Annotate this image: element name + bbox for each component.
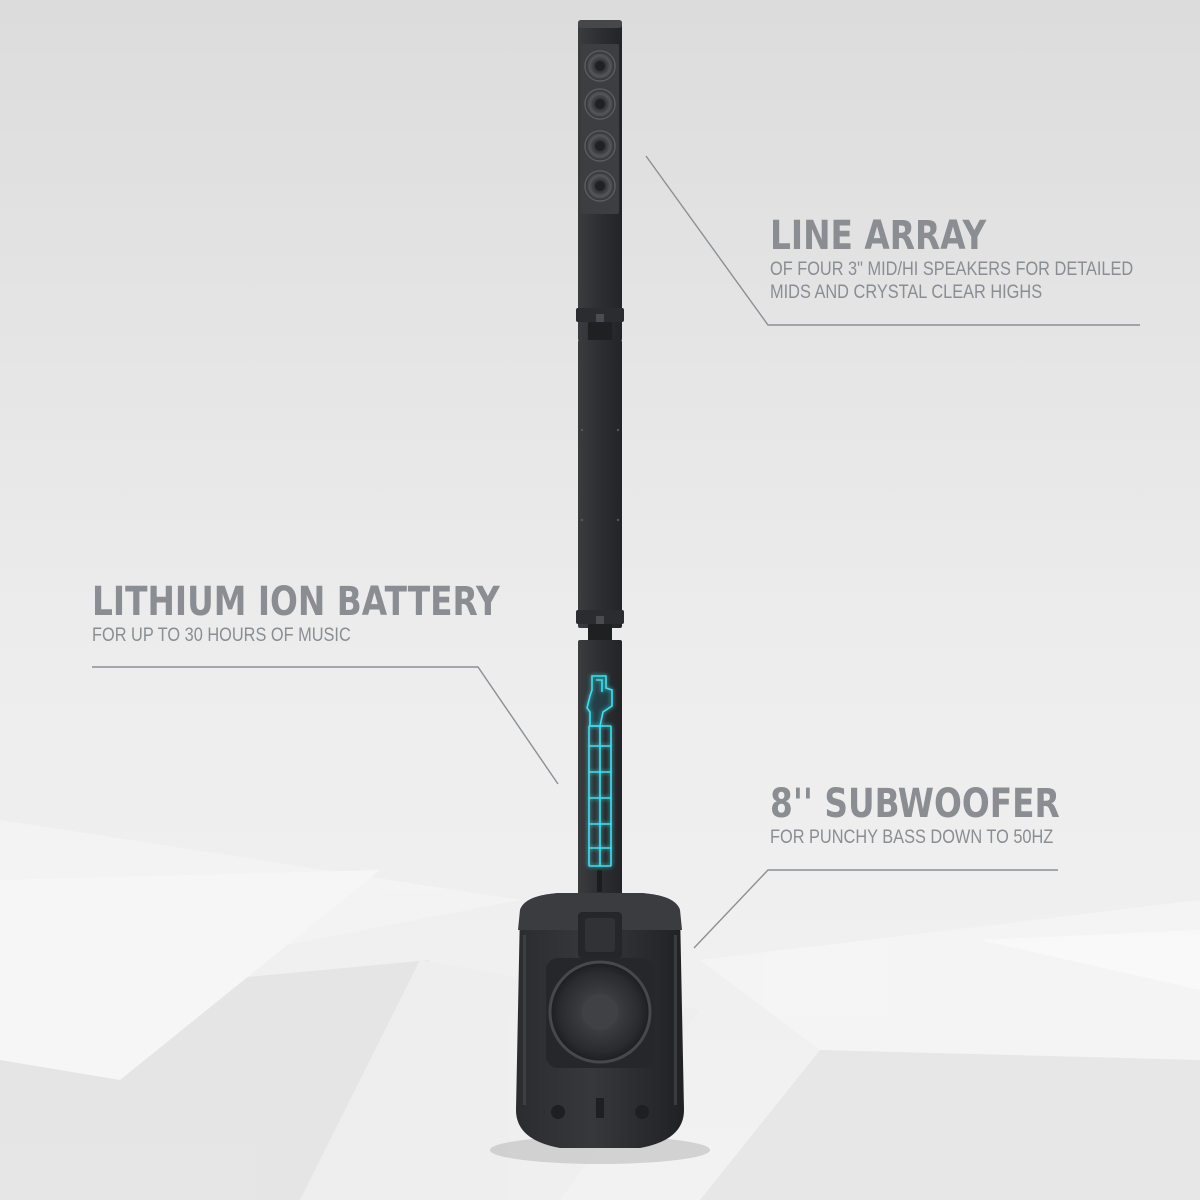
subwoofer-callout: 8'' SUBWOOFER FOR PUNCHY BASS DOWN TO 50… (770, 782, 1123, 849)
battery-callout: LITHIUM ION BATTERY FOR UP TO 30 HOURS O… (92, 580, 589, 647)
leader-lines (92, 155, 1140, 949)
subwoofer-title: 8'' SUBWOOFER (770, 781, 1060, 827)
line-array-leader (645, 155, 1140, 326)
subwoofer-desc-line1: FOR PUNCHY BASS DOWN TO 50Hz (770, 827, 1054, 848)
line-array-desc-line2: MIDS AND CRYSTAL CLEAR HIGHS (770, 282, 1043, 303)
battery-leader (92, 666, 559, 785)
column-speaker-icon (490, 20, 710, 1164)
battery-icon (586, 675, 613, 867)
battery-title: LITHIUM ION BATTERY (92, 579, 500, 625)
subwoofer-leader (693, 869, 1058, 949)
speaker-driver-icon (584, 50, 616, 202)
middle-column (578, 340, 622, 628)
line-array-title: LINE ARRAY (770, 213, 987, 259)
line-array-desc-line1: OF FOUR 3" MID/HI SPEAKERS FOR DETAILED (770, 259, 1134, 280)
line-array-callout: LINE ARRAY OF FOUR 3" MID/HI SPEAKERS FO… (770, 214, 1192, 304)
background-facets (0, 820, 1200, 1200)
battery-desc-line1: FOR UP TO 30 HOURS OF MUSIC (92, 625, 351, 646)
